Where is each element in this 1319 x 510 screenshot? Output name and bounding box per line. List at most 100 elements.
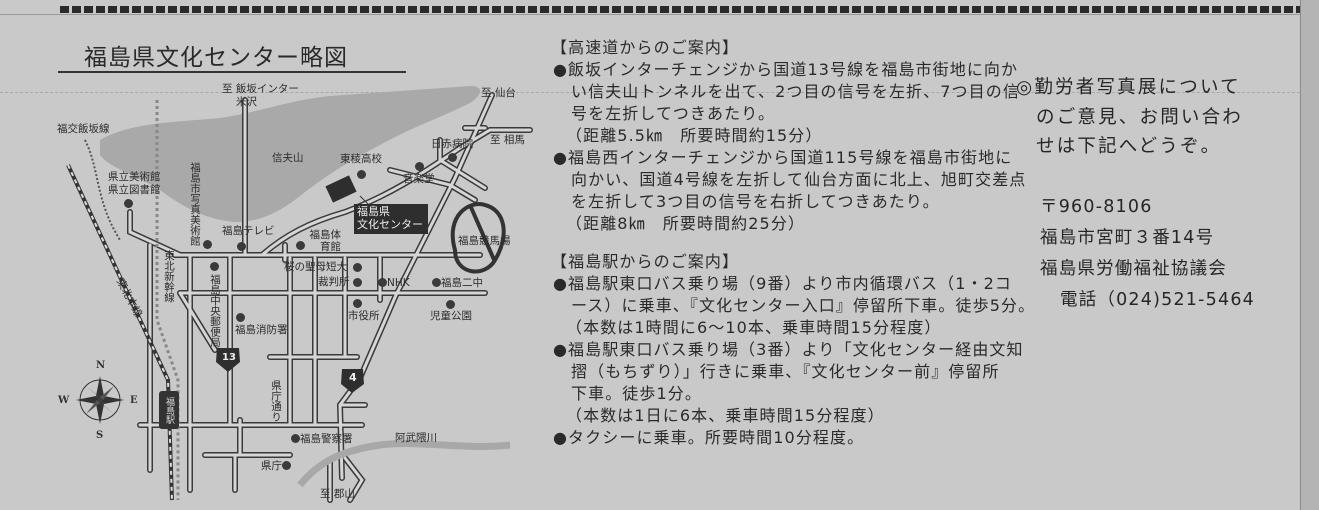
label-shobosho: 福島消防署 xyxy=(235,324,288,336)
station-directions: 【福島駅からのご案内】 ●福島駅東口バス乗り場（9番）より市内循環バス（1・2コ… xyxy=(551,251,1035,449)
shinobuyama-mountain xyxy=(100,86,481,222)
label-yonezawa: 米沢 xyxy=(236,96,257,108)
direction-line: ●福島駅東口バス乗り場（3番）より「文化センター経由文知 xyxy=(553,340,1024,359)
map-drawing xyxy=(66,86,533,503)
fold-line xyxy=(0,92,1300,93)
poi-dot xyxy=(446,300,455,309)
label-bijutsukan: 県立美術館 xyxy=(108,171,161,183)
label-taiikukan: 福島体育館 xyxy=(309,229,342,253)
label-sakura: 桜の聖母短大 xyxy=(284,261,347,273)
direction-line: い信夫山トンネルを出て、2つ目の信号を左折、7つ目の信 xyxy=(571,82,1020,101)
direction-line: ●飯坂インターチェンジから国道13号線を福島市街地に向か xyxy=(553,60,1019,79)
direction-note: （本数は1日に6本、乗車時間15分程度） xyxy=(566,406,885,425)
label-soma: 至 相馬 xyxy=(490,134,525,146)
fukushima-station-label: 福島駅 xyxy=(159,391,179,429)
poi-dot xyxy=(210,262,219,271)
access-map: 至 飯坂インター 米沢 至 仙台 福交飯坂線 至 相馬 日赤病院 信夫山 東稜高… xyxy=(0,0,545,510)
street-address: 福島市宮町３番14号 xyxy=(1040,228,1215,248)
poi-dot xyxy=(291,434,300,443)
label-shiyakusho: 市役所 xyxy=(348,310,380,322)
label-toshokan: 県立図書館 xyxy=(108,184,161,196)
top-dashed-border xyxy=(60,6,1300,13)
fukko-iizaka-line xyxy=(84,139,121,241)
postal-code: 〒960-8106 xyxy=(1040,197,1153,217)
poi-dot xyxy=(357,170,366,179)
route-13-number: 13 xyxy=(222,352,236,363)
culture-center-building xyxy=(325,175,357,203)
poi-dot xyxy=(415,162,424,171)
label-tv: 福島テレビ xyxy=(222,225,275,237)
poi-dot xyxy=(353,299,362,308)
label-nisseki: 日赤病院 xyxy=(431,138,473,150)
label-jidokoen: 児童公園 xyxy=(430,310,472,322)
center-label-line1: 福島県 xyxy=(357,205,390,218)
label-nhk: NHK xyxy=(378,277,410,289)
label-shashin: 福島市写真美術館 xyxy=(189,162,201,246)
poi-dot xyxy=(448,153,457,162)
compass-south: S xyxy=(96,430,104,441)
poi-dot xyxy=(203,240,212,249)
nhk-text: NHK xyxy=(387,277,410,289)
direction-line: 向かい、国道4号線を左折して仙台方面に北上、旭町交差点 xyxy=(571,170,1027,189)
poi-dot xyxy=(353,278,362,287)
compass-north: N xyxy=(96,360,106,371)
intro-line: ◎勤労者写真展について xyxy=(1016,77,1241,98)
route-4-number: 4 xyxy=(349,371,357,384)
keisatsu-text: 福島警察署 xyxy=(300,433,353,445)
compass-rose-icon xyxy=(76,376,124,424)
label-toryo: 東稜高校 xyxy=(340,153,382,165)
label-yubinkyoku: 福島中央郵便局 xyxy=(209,274,221,348)
label-koriyama: 至 郡山 xyxy=(320,488,355,500)
map-title: 福島県文化センター略図 xyxy=(84,45,348,71)
kencho-text: 県庁 xyxy=(261,460,282,472)
poi-dot xyxy=(378,278,387,287)
label-iizaka-ic: 至 飯坂インター xyxy=(222,83,299,95)
label-fukko-line: 福交飯坂線 xyxy=(57,123,110,135)
top-rule xyxy=(0,14,1300,15)
compass-west: W xyxy=(58,395,70,406)
poi-dot xyxy=(353,263,362,272)
poi-dot xyxy=(296,241,305,250)
contact-address: 〒960-8106 福島市宮町３番14号 福島県労働福祉協議会 電話（024)5… xyxy=(1040,192,1255,316)
direction-line: ●福島西インターチェンジから国道115号線を福島市街地に xyxy=(553,148,1013,167)
direction-line: 号を左折してつきあたり。 xyxy=(571,104,776,123)
label-kencho-dori: 県庁通り xyxy=(270,380,282,422)
poi-dot xyxy=(237,242,246,251)
contact-intro: ◎勤労者写真展について のご意見、お問い合わ せは下記へどうぞ。 xyxy=(1016,73,1243,162)
center-label-line2: 文化センター xyxy=(357,218,423,231)
direction-line: を左折して3つ目の信号を右折してつきあたり。 xyxy=(571,192,940,211)
label-kencho: 県庁 xyxy=(261,460,291,472)
label-abukuma: 阿武隈川 xyxy=(395,432,437,444)
poi-dot xyxy=(282,461,291,470)
race-track xyxy=(450,202,506,274)
page-edge xyxy=(1300,0,1319,510)
direction-line: ●タクシーに乗車。所要時間10分程度。 xyxy=(553,428,865,447)
highway-heading: 【高速道からのご案内】 xyxy=(551,38,740,57)
title-underline xyxy=(58,71,406,73)
route-13-shield-icon xyxy=(216,348,240,372)
direction-note: （距離8㎞ 所要時間約25分） xyxy=(566,214,806,233)
abukuma-river xyxy=(297,440,511,488)
poi-dot xyxy=(124,199,133,208)
station-heading: 【福島駅からのご案内】 xyxy=(551,252,740,271)
direction-note: （本数は1時間に6～10本、乗車時間15分程度） xyxy=(566,318,942,337)
shinkansen-line xyxy=(155,100,180,500)
label-saibansho: 裁判所 xyxy=(318,276,350,288)
intro-line: せは下記へどうぞ。 xyxy=(1036,136,1222,157)
roads-fill xyxy=(128,93,532,502)
label-sendai: 至 仙台 xyxy=(481,87,516,99)
highway-directions: 【高速道からのご案内】 ●飯坂インターチェンジから国道13号線を福島市街地に向か… xyxy=(551,37,1027,235)
phone-number: 電話（024)521-5464 xyxy=(1060,290,1255,310)
tohoku-main-line xyxy=(66,164,174,501)
label-shinobuyama: 信夫山 xyxy=(272,152,304,164)
organization: 福島県労働福祉協議会 xyxy=(1040,259,1227,279)
intro-line: のご意見、お問い合わ xyxy=(1036,106,1244,128)
label-nichu: 福島二中 xyxy=(432,277,483,289)
label-keisatsu: 福島警察署 xyxy=(291,433,353,445)
compass-east: E xyxy=(130,395,138,406)
label-shinkansen: 東北新幹線 xyxy=(163,250,175,303)
label-ongakudo: 音楽堂 xyxy=(403,173,435,185)
route-4-shield-icon xyxy=(341,369,364,393)
poi-dot xyxy=(236,313,245,322)
poi-dot xyxy=(432,278,441,287)
